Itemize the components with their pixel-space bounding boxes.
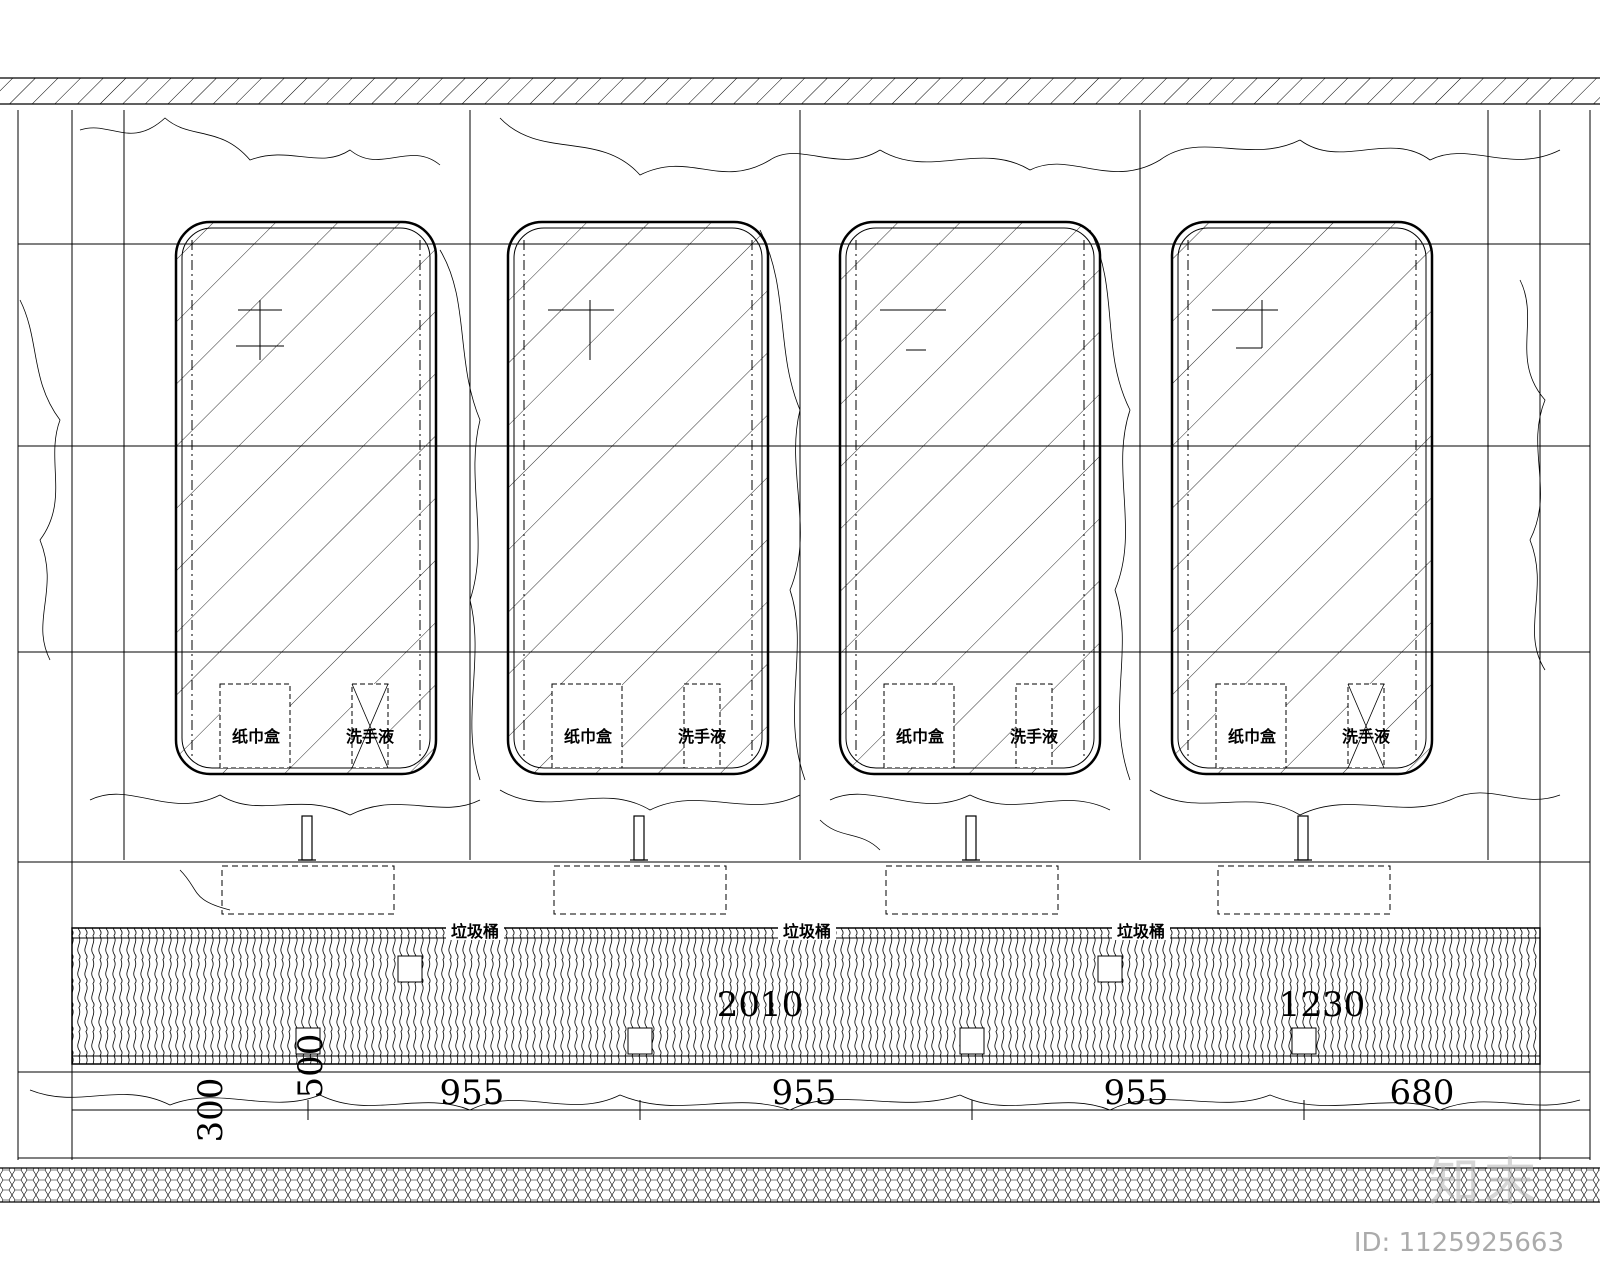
marble-veins [19,117,1581,1111]
trash-bin-label-3: 垃圾桶 [1117,922,1165,941]
dimension-955-2: 955 [772,1073,837,1113]
mirror-3: 纸巾盒 洗手液 [838,220,1102,776]
hand-soap-label-1: 洗手液 [346,727,395,746]
dimension-1230: 1230 [1279,985,1366,1025]
mirror-1: 纸巾盒 洗手液 [174,220,438,776]
floor-band [0,1167,1600,1203]
dimension-2010: 2010 [717,985,804,1025]
trash-bin-label-1: 垃圾桶 [451,922,499,941]
watermark-id: ID: 1125925663 [1353,1228,1564,1258]
drain-fittings [295,955,1317,1055]
mirror-4: 纸巾盒 洗手液 [1170,220,1434,776]
dimension-955-1: 955 [440,1073,505,1113]
faucets [298,815,1312,861]
dimension-955-3: 955 [1104,1073,1169,1113]
tissue-box-label-1: 纸巾盒 [232,727,281,746]
dimension-500: 500 [291,1034,331,1099]
trash-bin-label-2: 垃圾桶 [783,922,831,941]
hand-soap-label-2: 洗手液 [678,727,727,746]
hand-soap-label-3: 洗手液 [1010,727,1059,746]
basins [221,865,1391,915]
trash-bin-labels: 垃圾桶 垃圾桶 垃圾桶 [446,922,1170,941]
hand-soap-label-4: 洗手液 [1342,727,1391,746]
dimension-300: 300 [191,1078,231,1143]
dimension-680: 680 [1390,1073,1455,1113]
watermark-logo: 知末 [1427,1153,1540,1213]
tissue-box-label-3: 纸巾盒 [896,727,945,746]
dimension-lines [72,1100,1590,1120]
mirror-2: 纸巾盒 洗手液 [506,220,770,776]
tissue-box-label-2: 纸巾盒 [564,727,613,746]
tissue-box-label-4: 纸巾盒 [1228,727,1277,746]
ceiling-band [0,77,1600,105]
